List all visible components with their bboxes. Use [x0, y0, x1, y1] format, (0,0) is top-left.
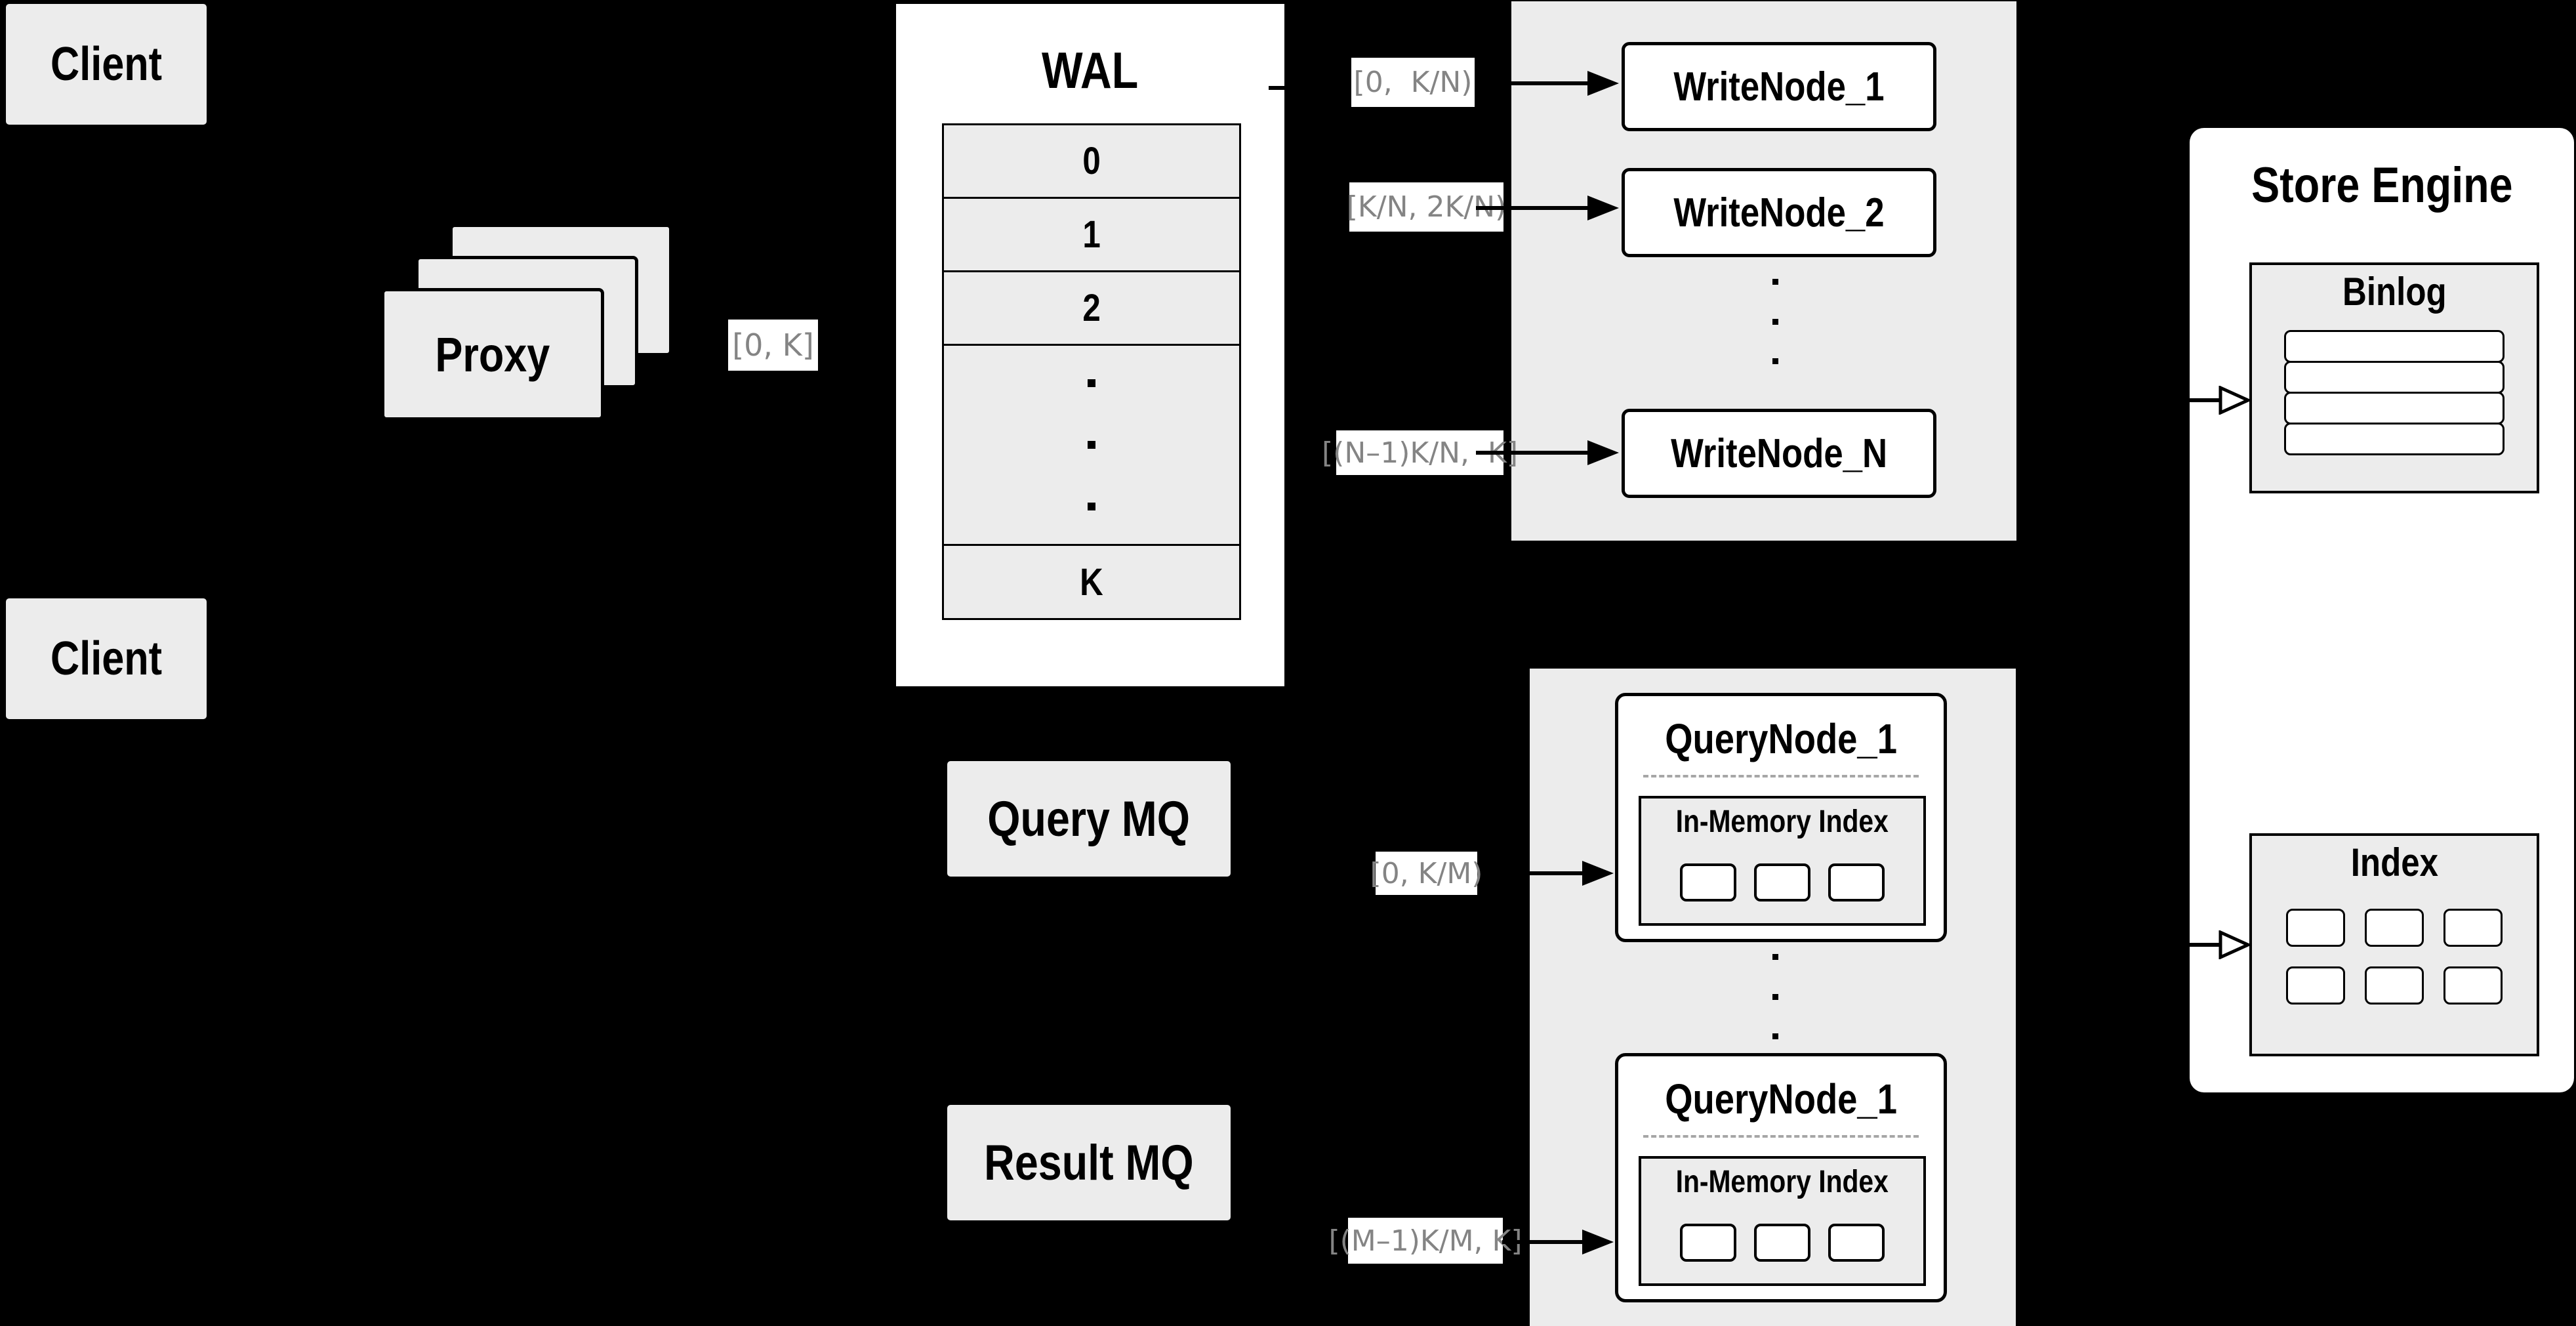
binlog-box: Binlog [2249, 262, 2539, 493]
query-node-group: QueryNode_1 In-Memory Index QueryNode_1 … [1530, 669, 2016, 1326]
client-box-bottom: Client [6, 598, 207, 719]
arrow-to-write-node-2 [1476, 206, 1589, 210]
binlog-row [2284, 423, 2504, 455]
wal-row-1: 1 [942, 197, 1241, 272]
flow-label-write-node-1: [0, K/N) [1351, 58, 1475, 107]
binlog-row [2284, 330, 2504, 363]
index-box: Index [2249, 833, 2539, 1056]
query-group-ellipsis-icon [1771, 954, 1779, 1039]
write-node-n: WriteNode_N [1622, 409, 1936, 498]
index-cell [2365, 966, 2424, 1005]
index-cell [2443, 909, 2503, 947]
flow-label-write-node-n: [(N–1)K/N, K] [1322, 430, 1518, 475]
arrow-to-query-node-2 [1502, 1240, 1586, 1244]
wal-box: WAL 0 1 2 K [896, 4, 1284, 686]
index-title: Index [2350, 840, 2438, 884]
dashed-divider [1643, 775, 1919, 777]
write-node-2: WriteNode_2 [1622, 168, 1936, 257]
client-box-top: Client [6, 4, 207, 125]
store-engine-title: Store Engine [2251, 157, 2513, 213]
index-segment-cell [1754, 1224, 1810, 1262]
wal-row-2: 2 [942, 270, 1241, 346]
index-cell [2443, 966, 2503, 1005]
arrow-to-index-icon [2170, 930, 2251, 959]
index-cell [2365, 909, 2424, 947]
binlog-row [2284, 392, 2504, 425]
binlog-title: Binlog [2342, 270, 2447, 314]
query-mq-box: Query MQ [947, 761, 1231, 877]
index-segment-cell [1828, 1224, 1885, 1262]
arrow-head-icon [1582, 1230, 1614, 1254]
client-label: Client [50, 38, 162, 91]
binlog-row [2284, 361, 2504, 394]
wal-row-k: K [942, 544, 1241, 620]
query-node-title: QueryNode_1 [1665, 715, 1897, 762]
query-node-1: QueryNode_1 In-Memory Index [1615, 693, 1947, 942]
arrow-to-write-node-1 [1476, 81, 1589, 85]
flow-label-proxy-out: [0, K] [728, 320, 818, 371]
index-cell [2286, 909, 2345, 947]
flow-label-write-node-2: [K/N, 2K/N) [1347, 182, 1506, 232]
index-segment-cell [1828, 863, 1885, 901]
index-segment-cell [1680, 1224, 1736, 1262]
arrow-head-icon [1587, 440, 1619, 465]
index-cells [2283, 909, 2506, 1005]
in-memory-index-box: In-Memory Index [1639, 1156, 1926, 1286]
wal-title: WAL [1042, 41, 1139, 99]
arrow-to-query-node-1 [1502, 871, 1586, 875]
flow-label-query-node-m: [(M–1)K/M, K] [1328, 1218, 1523, 1264]
result-mq-box: Result MQ [947, 1105, 1231, 1220]
in-memory-index-title: In-Memory Index [1675, 804, 1889, 839]
write-group-ellipsis-icon [1771, 279, 1779, 364]
vertical-ellipsis-icon [1088, 379, 1095, 510]
proxy-label: Proxy [435, 327, 550, 382]
proxy-box-front: Proxy [381, 288, 604, 421]
dashed-divider [1643, 1135, 1919, 1138]
store-engine-box: Store Engine Binlog Index [2190, 128, 2574, 1092]
query-node-2: QueryNode_1 In-Memory Index [1615, 1053, 1947, 1302]
index-cell [2286, 966, 2345, 1005]
arrow-head-icon [1587, 196, 1619, 220]
wal-segment-table: 0 1 2 K [942, 123, 1241, 620]
index-segment-cell [1680, 863, 1736, 901]
in-memory-index-title: In-Memory Index [1675, 1165, 1889, 1199]
wal-arrow-stub [1269, 86, 1284, 90]
flow-label-query-node-1: [0, K/M) [1370, 852, 1482, 895]
arrow-to-binlog-icon [2170, 386, 2251, 415]
query-node-title: QueryNode_1 [1665, 1075, 1897, 1123]
in-memory-index-box: In-Memory Index [1639, 796, 1926, 926]
binlog-rows [2284, 330, 2504, 455]
arrow-head-icon [1582, 861, 1614, 886]
arrow-head-icon [1587, 71, 1619, 96]
client-label: Client [50, 632, 162, 685]
arrow-to-write-node-n [1476, 451, 1589, 455]
index-segments [1641, 1224, 1923, 1262]
index-segments [1641, 863, 1923, 901]
index-segment-cell [1754, 863, 1810, 901]
write-node-1: WriteNode_1 [1622, 42, 1936, 131]
wal-ellipsis [942, 344, 1241, 546]
wal-row-0: 0 [942, 123, 1241, 199]
